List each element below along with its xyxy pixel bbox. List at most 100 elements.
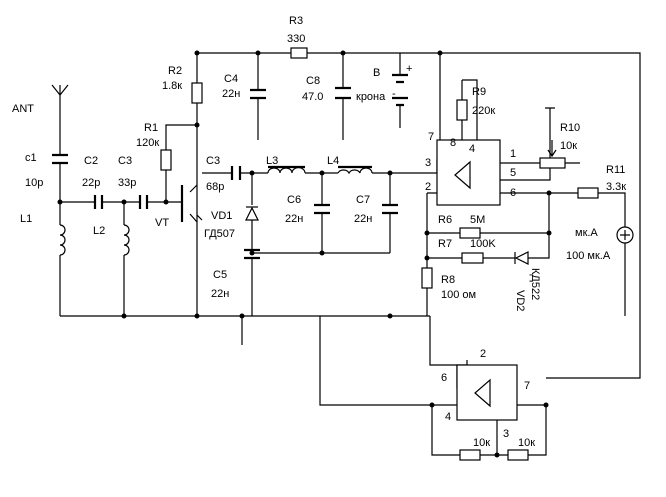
diode-vd2 [514,251,529,265]
labels: ANT c1 10p C2 22p C3 33p L1 L2 VT R1 120… [12,15,626,449]
label-vd2-type: КД522 [529,268,541,300]
label-l1: L1 [20,213,32,225]
label-c3-input-value: 33p [118,177,136,189]
capacitor-c6 [314,203,330,215]
resistor-r7 [461,252,484,264]
label-resistor-bottom-left: 10к [473,437,490,449]
capacitor-c4 [250,88,266,100]
junctions [57,50,552,458]
battery-b [392,73,408,107]
label-r11: R11 [606,164,625,176]
label-r2: R2 [168,65,182,77]
label-c4-value: 22н [222,88,240,100]
resistor-r2 [191,82,203,104]
label-u2-pin3: 3 [503,428,509,440]
label-u2-pin4: 4 [445,411,451,423]
label-r3-value: 330 [287,33,305,45]
label-c3-output-value: 68p [206,181,224,193]
label-u1-pin7: 7 [428,131,434,143]
label-c6-value: 22н [285,213,303,225]
opamp-u2 [456,364,518,421]
label-r9: R9 [472,86,486,98]
label-c4: C4 [224,73,238,85]
label-vd1: VD1 [211,210,232,222]
label-l2: L2 [93,225,105,237]
label-battery-type: крона [356,91,386,103]
diode-vd1 [245,206,259,221]
resistor-r3 [290,47,308,59]
label-c2-value: 22p [82,177,100,189]
capacitor-c5 [244,248,260,260]
label-vd2: VD2 [514,290,526,311]
label-c6: C6 [287,194,301,206]
label-c3-input: C3 [118,155,132,167]
label-l3: L3 [266,155,278,167]
resistor-bottom-right [507,449,529,461]
inductor-l3 [267,165,306,174]
resistor-r9 [456,99,468,121]
capacitor-c3-output [230,166,242,180]
label-c1-value: 10p [25,177,43,189]
inductor-l2 [123,224,130,256]
label-c7: C7 [356,194,370,206]
label-r1: R1 [144,122,158,134]
label-meter-unit: мк.А [575,227,598,239]
label-u2-pin6: 6 [441,372,447,384]
label-u1-pin2: 2 [425,181,431,193]
label-r1-value: 120к [136,137,159,149]
capacitor-c2 [93,195,104,209]
label-u1-pin4: 4 [469,143,475,155]
resistor-r1 [160,149,172,171]
label-r2-value: 1.8к [162,80,182,92]
label-c3-output: C3 [206,155,220,167]
label-ant: ANT [12,103,34,115]
label-c8: C8 [306,75,320,87]
resistor-r8 [421,267,433,289]
label-battery-minus: - [392,88,396,100]
label-r10-value: 10к [560,140,577,152]
label-meter-range: 100 мк.А [566,250,611,262]
label-vt: VT [155,217,169,229]
label-battery-plus: + [406,63,412,75]
label-r6: R6 [438,214,452,226]
label-u1-pin1: 1 [510,148,516,160]
capacitor-c3-input [138,195,149,209]
capacitor-c1 [52,153,68,165]
label-c5: C5 [213,269,227,281]
label-r6-value: 5M [470,214,485,226]
label-r7-value: 100K [470,238,496,250]
resistor-r11 [577,187,599,199]
label-c5-value: 22н [211,288,229,300]
label-u1-pin8: 8 [450,137,456,149]
label-battery: B [373,67,380,79]
inductor-l1 [59,224,66,256]
label-r11-value: 3.3к [606,181,626,193]
label-c7-value: 22н [354,213,372,225]
label-r7: R7 [438,238,452,250]
label-c8-value: 47.0 [302,91,323,103]
label-r8: R8 [441,274,455,286]
wires [59,52,641,456]
capacitor-c7 [382,203,398,215]
opamp-u1 [436,139,501,206]
capacitor-c8 [335,86,351,100]
label-vd1-type: ГД507 [204,228,235,240]
inductor-l4 [337,165,373,175]
label-r3: R3 [289,15,303,27]
label-u2-pin2: 2 [480,348,486,360]
label-c2: C2 [84,155,98,167]
meter-microammeter [616,226,634,244]
label-u1-pin5: 5 [510,167,516,179]
label-r9-value: 220к [472,105,495,117]
label-u1-pin6: 6 [510,187,516,199]
potentiometer-r10 [539,140,566,169]
label-r8-value: 100 ом [441,289,476,301]
antenna [51,84,69,96]
label-c1: c1 [25,152,37,164]
label-u2-pin7: 7 [524,380,530,392]
resistor-bottom-left [459,449,481,461]
label-r10: R10 [560,122,580,134]
label-u1-pin3: 3 [425,157,431,169]
label-l4: L4 [327,155,339,167]
